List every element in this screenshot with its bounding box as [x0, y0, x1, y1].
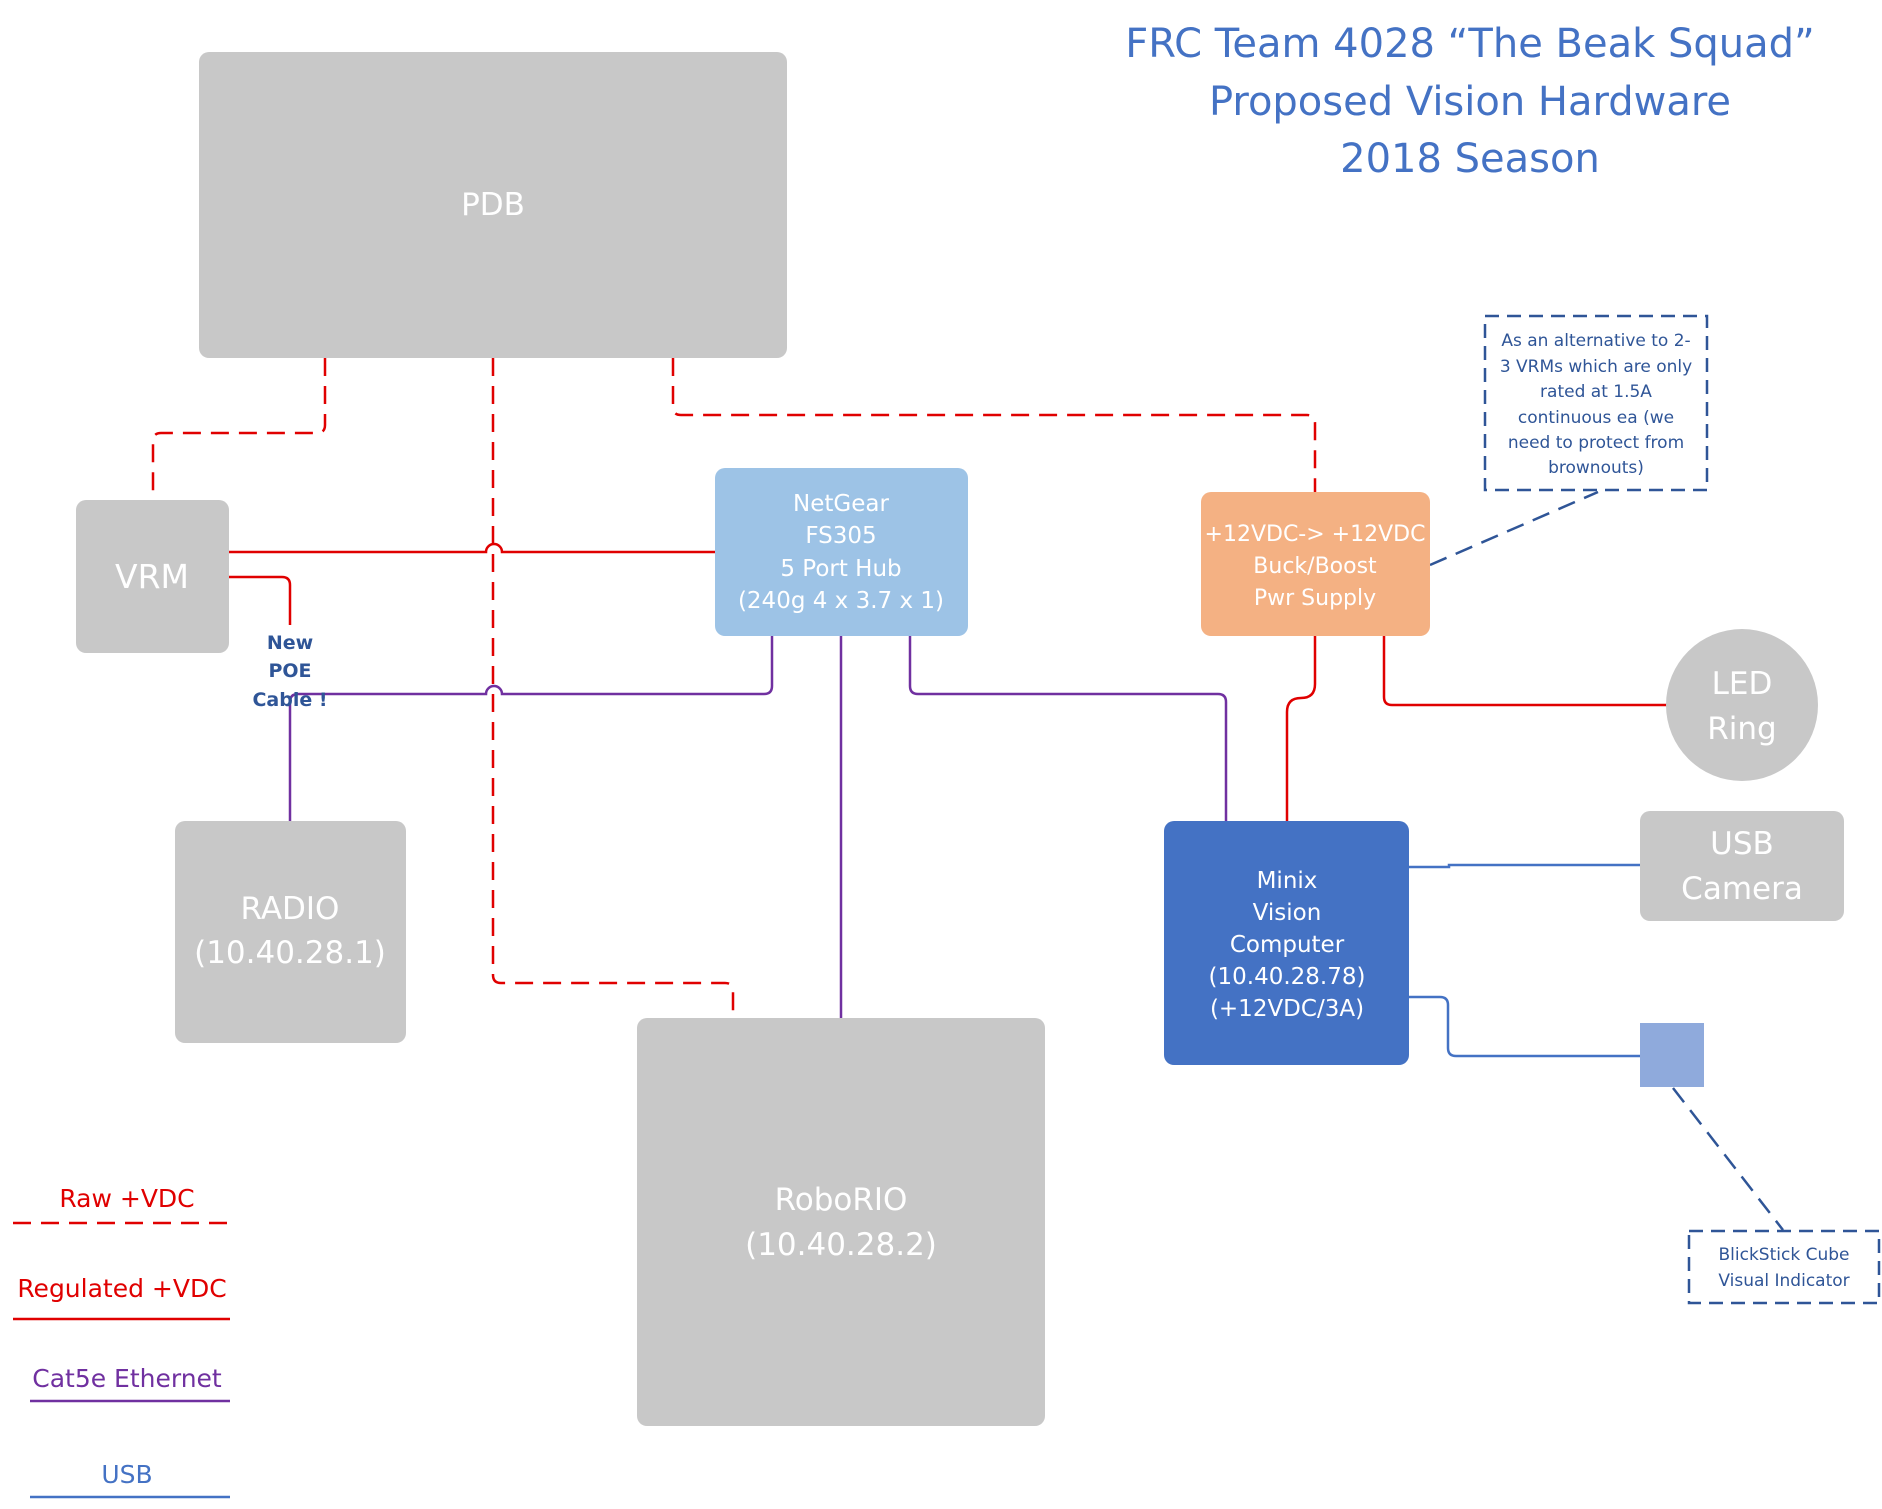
- title-line-2: Proposed Vision Hardware: [1209, 79, 1731, 125]
- legend-usb-label: USB: [101, 1460, 152, 1489]
- vrm-box[interactable]: VRM: [76, 500, 229, 653]
- buck-label-1: +12VDC-> +12VDC: [1205, 522, 1426, 547]
- note-blickstick-line-2: Visual Indicator: [1718, 1271, 1849, 1291]
- connections: [151, 358, 1784, 1231]
- blickstick-cube[interactable]: [1640, 1023, 1704, 1087]
- ethernet-hub-to-minix: [908, 636, 1228, 821]
- raw-power-pdb-to-buck: [671, 358, 1317, 492]
- netgear-hub-box[interactable]: NetGear FS305 5 Port Hub (240g 4 x 3.7 x…: [715, 468, 968, 636]
- note-connector-buck: [1429, 490, 1599, 567]
- legend-cat5e-ethernet: Cat5e Ethernet: [30, 1364, 230, 1403]
- legend-raw-vdc: Raw +VDC: [13, 1184, 228, 1225]
- minix-label-2: Vision: [1253, 900, 1322, 926]
- note-vrm-line-5: need to protect from: [1508, 433, 1684, 453]
- legend-usb: USB: [30, 1460, 230, 1499]
- raw-power-pdb-to-roborio: [491, 358, 735, 1018]
- led-label-1: LED: [1712, 666, 1773, 702]
- minix-label-3: Computer: [1230, 932, 1345, 958]
- regulated-power-vrm-to-hub: [229, 542, 715, 554]
- pdb-box[interactable]: PDB: [199, 52, 787, 358]
- legend-raw-label: Raw +VDC: [59, 1184, 194, 1213]
- led-label-2: Ring: [1707, 711, 1776, 747]
- legend-ethernet-label: Cat5e Ethernet: [32, 1364, 222, 1393]
- poe-line-3: Cable !: [252, 689, 327, 711]
- note-poe-cable: New POE Cable !: [252, 632, 327, 711]
- note-vrm-line-1: As an alternative to 2-: [1501, 331, 1690, 351]
- hub-label-1: NetGear: [793, 491, 889, 517]
- diagram-title: FRC Team 4028 “The Beak Squad” Proposed …: [1125, 21, 1814, 182]
- title-line-3: 2018 Season: [1340, 136, 1600, 182]
- note-vrm-line-6: brownouts): [1548, 458, 1644, 478]
- usb-camera-label-2: Camera: [1681, 871, 1803, 907]
- legend-regulated-label: Regulated +VDC: [17, 1274, 226, 1303]
- buck-label-3: Pwr Supply: [1254, 586, 1376, 611]
- vrm-label: VRM: [115, 557, 189, 596]
- hub-label-2: FS305: [805, 523, 876, 549]
- usb-camera-label-1: USB: [1710, 826, 1774, 862]
- radio-box[interactable]: RADIO (10.40.28.1): [175, 821, 406, 1043]
- note-vrm-alternative: As an alternative to 2- 3 VRMs which are…: [1483, 314, 1709, 492]
- pdb-label: PDB: [461, 187, 525, 223]
- usb-camera-box[interactable]: USB Camera: [1640, 811, 1844, 921]
- minix-label-4: (10.40.28.78): [1209, 964, 1366, 990]
- poe-line-1: New: [267, 632, 313, 654]
- radio-label-2: (10.40.28.1): [194, 935, 386, 971]
- note-blickstick: BlickStick Cube Visual Indicator: [1687, 1229, 1881, 1305]
- hub-label-3: 5 Port Hub: [780, 556, 901, 582]
- minix-computer-box[interactable]: Minix Vision Computer (10.40.28.78) (+12…: [1164, 821, 1409, 1065]
- minix-label-5: (+12VDC/3A): [1210, 996, 1364, 1022]
- buck-label-2: Buck/Boost: [1253, 554, 1377, 579]
- ethernet-radio-to-hub: [288, 636, 774, 821]
- regulated-power-vrm-to-radio: [229, 575, 292, 625]
- roborio-box[interactable]: RoboRIO (10.40.28.2): [637, 1018, 1045, 1426]
- note-vrm-line-4: continuous ea (we: [1518, 408, 1674, 428]
- legend: Raw +VDC Regulated +VDC Cat5e Ethernet U…: [13, 1184, 230, 1499]
- radio-label-1: RADIO: [241, 891, 340, 927]
- title-line-1: FRC Team 4028 “The Beak Squad”: [1125, 21, 1814, 67]
- note-connector-blickstick: [1672, 1087, 1784, 1231]
- usb-minix-to-camera: [1409, 863, 1640, 869]
- minix-label-1: Minix: [1257, 868, 1318, 894]
- regulated-power-buck-to-led: [1382, 636, 1668, 707]
- hub-label-4: (240g 4 x 3.7 x 1): [738, 588, 944, 614]
- poe-line-2: POE: [268, 660, 311, 682]
- roborio-label-1: RoboRIO: [775, 1182, 908, 1218]
- raw-power-pdb-to-vrm: [151, 358, 327, 500]
- led-ring-circle[interactable]: LED Ring: [1666, 629, 1818, 781]
- note-vrm-line-2: 3 VRMs which are only: [1500, 357, 1692, 377]
- note-blickstick-line-1: BlickStick Cube: [1719, 1245, 1850, 1265]
- usb-minix-to-blickstick: [1409, 995, 1640, 1058]
- roborio-label-2: (10.40.28.2): [745, 1227, 937, 1263]
- legend-regulated-vdc: Regulated +VDC: [13, 1274, 230, 1321]
- buck-boost-box[interactable]: +12VDC-> +12VDC Buck/Boost Pwr Supply: [1201, 492, 1430, 636]
- regulated-power-buck-to-minix: [1285, 636, 1317, 821]
- note-vrm-line-3: rated at 1.5A: [1540, 382, 1652, 402]
